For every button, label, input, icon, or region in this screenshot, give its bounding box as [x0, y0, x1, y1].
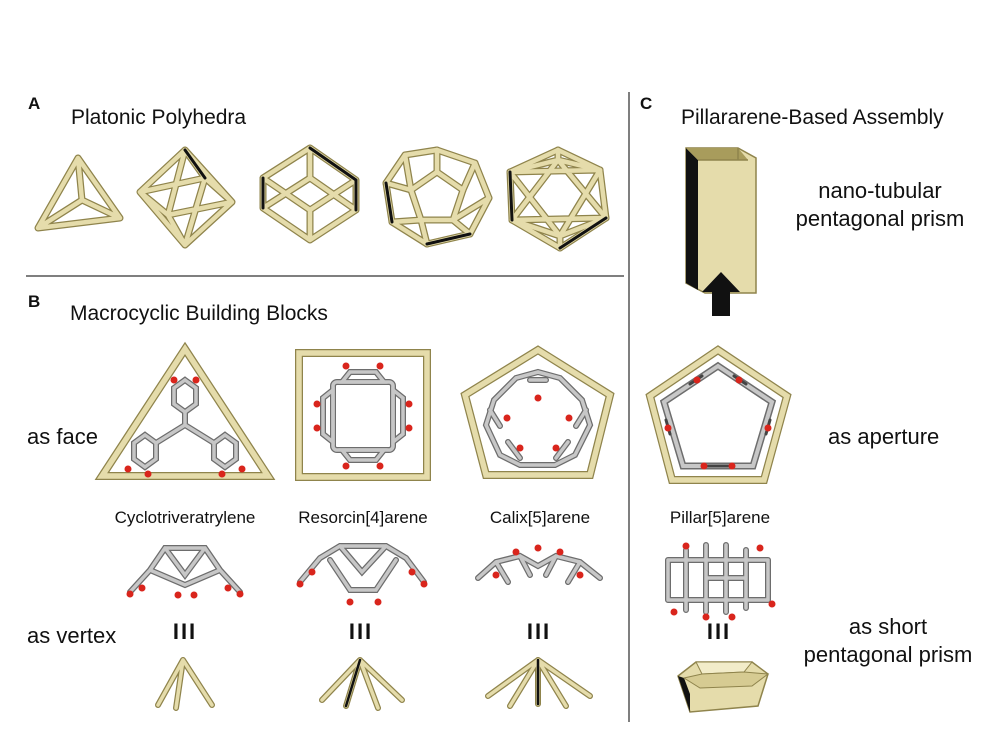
- resorcinarene-molecule: [313, 362, 413, 470]
- triangle-face-icon: [94, 341, 276, 480]
- pillararene-label: Pillar[5]arene: [669, 508, 771, 527]
- short-pentagonal-prism-icon: [677, 661, 770, 713]
- four-beam-vertex-icon: [319, 657, 405, 711]
- pillararene-side-molecule: [665, 542, 776, 621]
- calixarene-label: Calix[5]arene: [489, 508, 591, 527]
- as-vertex-label: as vertex: [27, 623, 117, 648]
- panel-a-title: Platonic Polyhedra: [71, 106, 247, 129]
- pentagon-face-icon: [460, 345, 615, 479]
- icosahedron-icon: [506, 146, 610, 252]
- square-face-icon: [295, 349, 431, 481]
- cyclotriveratrylene-molecule: [124, 376, 246, 478]
- equivalence-symbol-4: III: [706, 619, 732, 644]
- calixarene-molecule: [482, 368, 594, 468]
- pentagon-aperture-icon: [645, 345, 792, 484]
- panel-a-letter: A: [28, 94, 41, 113]
- equivalence-symbol-1: III: [172, 619, 198, 644]
- dodecahedron-icon: [382, 146, 493, 248]
- panel-b-title: Macrocyclic Building Blocks: [70, 302, 328, 325]
- as-aperture-label: as aperture: [828, 424, 940, 449]
- five-beam-vertex-icon: [485, 657, 593, 709]
- panel-c-letter: C: [640, 94, 653, 113]
- panel-b-letter: B: [28, 292, 41, 311]
- pillararene-molecule: [659, 361, 777, 470]
- three-beam-vertex-icon: [155, 657, 215, 711]
- calixarene-side-molecule: [475, 544, 603, 585]
- equivalence-symbol-3: III: [526, 619, 552, 644]
- cyclotriveratrylene-side-molecule: [126, 545, 244, 599]
- pentagonal-prism-label: pentagonal prism: [795, 206, 965, 231]
- cyclotriveratrylene-label: Cyclotriveratrylene: [114, 508, 256, 527]
- tetrahedron-icon: [34, 154, 124, 232]
- pentagonal-tube-icon: [685, 147, 757, 294]
- short-pentagonal-prism-label: pentagonal prism: [803, 642, 973, 667]
- up-arrow-icon: [702, 272, 740, 316]
- as-face-label: as face: [27, 424, 98, 449]
- equivalence-symbol-2: III: [348, 619, 374, 644]
- panel-c-title: Pillararene-Based Assembly: [681, 106, 944, 129]
- resorcinarene-side-molecule: [296, 543, 428, 606]
- cube-icon: [259, 144, 360, 244]
- nano-tubular-label: nano-tubular: [818, 178, 942, 203]
- octahedron-icon: [136, 146, 236, 249]
- as-short-label: as short: [848, 614, 928, 639]
- resorcinarene-label: Resorcin[4]arene: [298, 508, 428, 527]
